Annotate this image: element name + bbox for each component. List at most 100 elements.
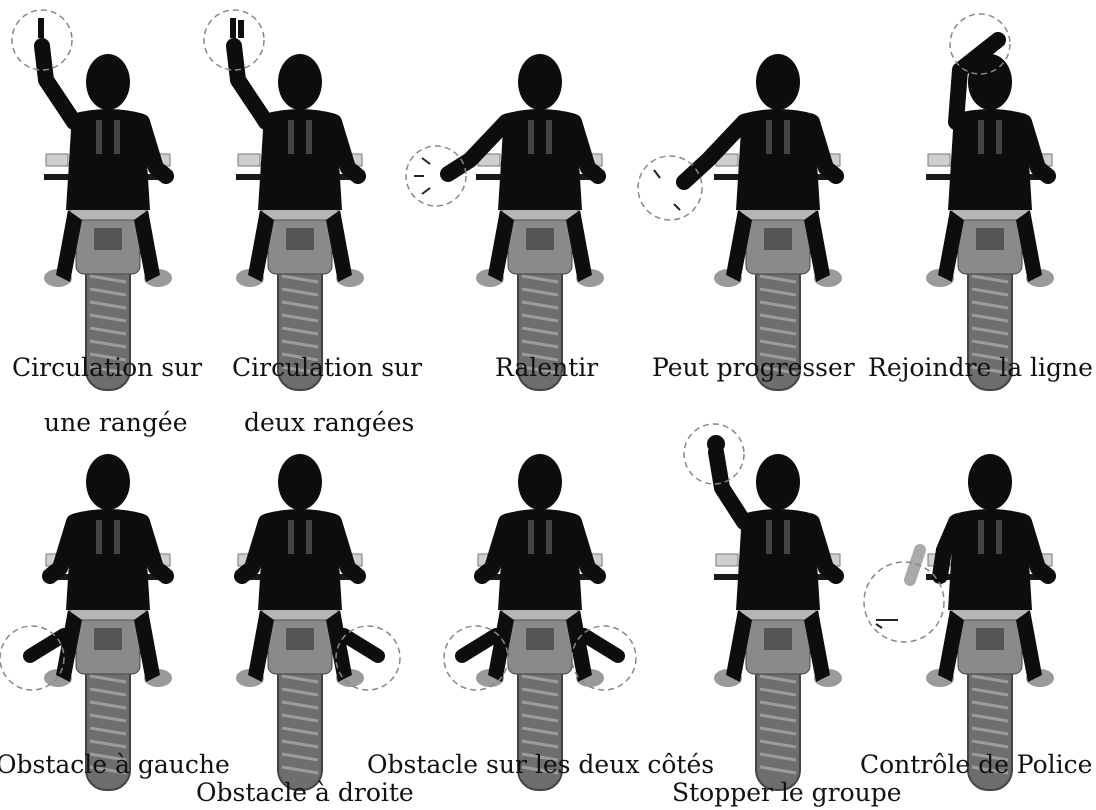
tire-tread <box>759 339 797 349</box>
tire-tread <box>89 687 127 697</box>
tire-tread <box>521 352 559 362</box>
caption-circulation-deux-rangees-1: Circulation sur <box>232 353 423 382</box>
headlight <box>286 228 314 250</box>
tire-tread <box>521 726 559 736</box>
suit-stripe <box>546 520 552 554</box>
torso <box>736 109 820 210</box>
tire-tread <box>521 365 559 375</box>
suit-stripe <box>766 520 772 554</box>
tire-tread <box>281 700 319 710</box>
left-arm <box>948 32 1006 130</box>
suit-stripe <box>306 520 312 554</box>
tire-tread <box>971 365 1009 375</box>
tire-tread <box>971 687 1009 697</box>
left-leg <box>488 210 514 282</box>
motion-arrows <box>653 169 681 211</box>
suit-stripe <box>96 520 102 554</box>
tire-tread <box>759 700 797 710</box>
suit-stripe <box>288 120 294 154</box>
tire-tread <box>759 287 797 297</box>
caption-controle-de-police: Contrôle de Police <box>860 750 1093 779</box>
left-leg <box>726 210 752 282</box>
tire-tread <box>971 713 1009 723</box>
tire-tread <box>281 726 319 736</box>
left-leg <box>248 210 274 282</box>
gesture-halo <box>443 625 509 691</box>
ghost-arm <box>904 544 926 586</box>
motion-arrows <box>414 157 431 195</box>
tire-tread <box>759 674 797 684</box>
tire-tread <box>521 300 559 310</box>
gesture-halo <box>203 9 265 71</box>
caption-circulation-une-rangee-1: Circulation sur <box>12 353 203 382</box>
headlight <box>764 228 792 250</box>
tire-tread <box>759 300 797 310</box>
gesture-halo <box>683 423 745 485</box>
raised-fist <box>707 435 725 453</box>
tire-tread <box>971 300 1009 310</box>
caption-obstacle-deux-cotes: Obstacle sur les deux côtés <box>367 750 715 779</box>
left-mirror <box>927 153 951 167</box>
helmet <box>86 454 130 510</box>
suit-stripe <box>306 120 312 154</box>
left-leg <box>56 210 82 282</box>
left-leg <box>938 210 964 282</box>
raised-finger <box>38 18 44 38</box>
caption-obstacle-gauche: Obstacle à gauche <box>0 750 230 779</box>
headlight <box>94 228 122 250</box>
tire-tread <box>521 700 559 710</box>
right-arm <box>566 514 606 584</box>
helmet <box>278 54 322 110</box>
left-mirror <box>237 153 261 167</box>
tire-tread <box>521 326 559 336</box>
headlight <box>976 628 1004 650</box>
torso <box>258 109 342 210</box>
tire-tread <box>971 752 1009 762</box>
tire-tread <box>521 274 559 284</box>
tire-tread <box>89 713 127 723</box>
tire-tread <box>759 313 797 323</box>
suit-stripe <box>996 120 1002 154</box>
torso <box>736 509 820 610</box>
left-arm <box>474 514 514 584</box>
rider-figure <box>0 454 174 791</box>
suit-stripe <box>784 120 790 154</box>
tire-tread <box>759 739 797 749</box>
tire-tread <box>89 287 127 297</box>
tire-tread <box>971 726 1009 736</box>
headlight <box>94 628 122 650</box>
tire-tread <box>521 752 559 762</box>
gesture-halo <box>11 9 73 71</box>
helmet <box>86 54 130 110</box>
tire-tread <box>89 726 127 736</box>
tire-tread <box>971 739 1009 749</box>
caption-peut-progresser: Peut progresser <box>652 353 855 382</box>
tire-tread <box>759 365 797 375</box>
tire-tread <box>89 352 127 362</box>
tire-tread <box>89 365 127 375</box>
left-leg <box>56 610 82 682</box>
right-leg <box>1016 210 1042 282</box>
tire-tread <box>521 313 559 323</box>
helmet <box>968 54 1012 110</box>
tire-tread <box>281 339 319 349</box>
tire-tread <box>89 739 127 749</box>
rider-figure <box>926 13 1056 391</box>
tire-tread <box>971 326 1009 336</box>
right-leg <box>804 210 830 282</box>
tire-tread <box>521 765 559 775</box>
tire-tread <box>89 313 127 323</box>
tire-tread <box>759 352 797 362</box>
caption-rejoindre-la-ligne: Rejoindre la ligne <box>868 353 1093 382</box>
gesture-halo <box>571 625 637 691</box>
gesture-halo <box>949 13 1011 75</box>
tire-tread <box>971 674 1009 684</box>
tire-tread <box>281 287 319 297</box>
right-arm <box>134 114 174 184</box>
tire-tread <box>759 726 797 736</box>
helmet <box>518 54 562 110</box>
gesture-halo <box>637 155 703 221</box>
tire-tread <box>521 287 559 297</box>
